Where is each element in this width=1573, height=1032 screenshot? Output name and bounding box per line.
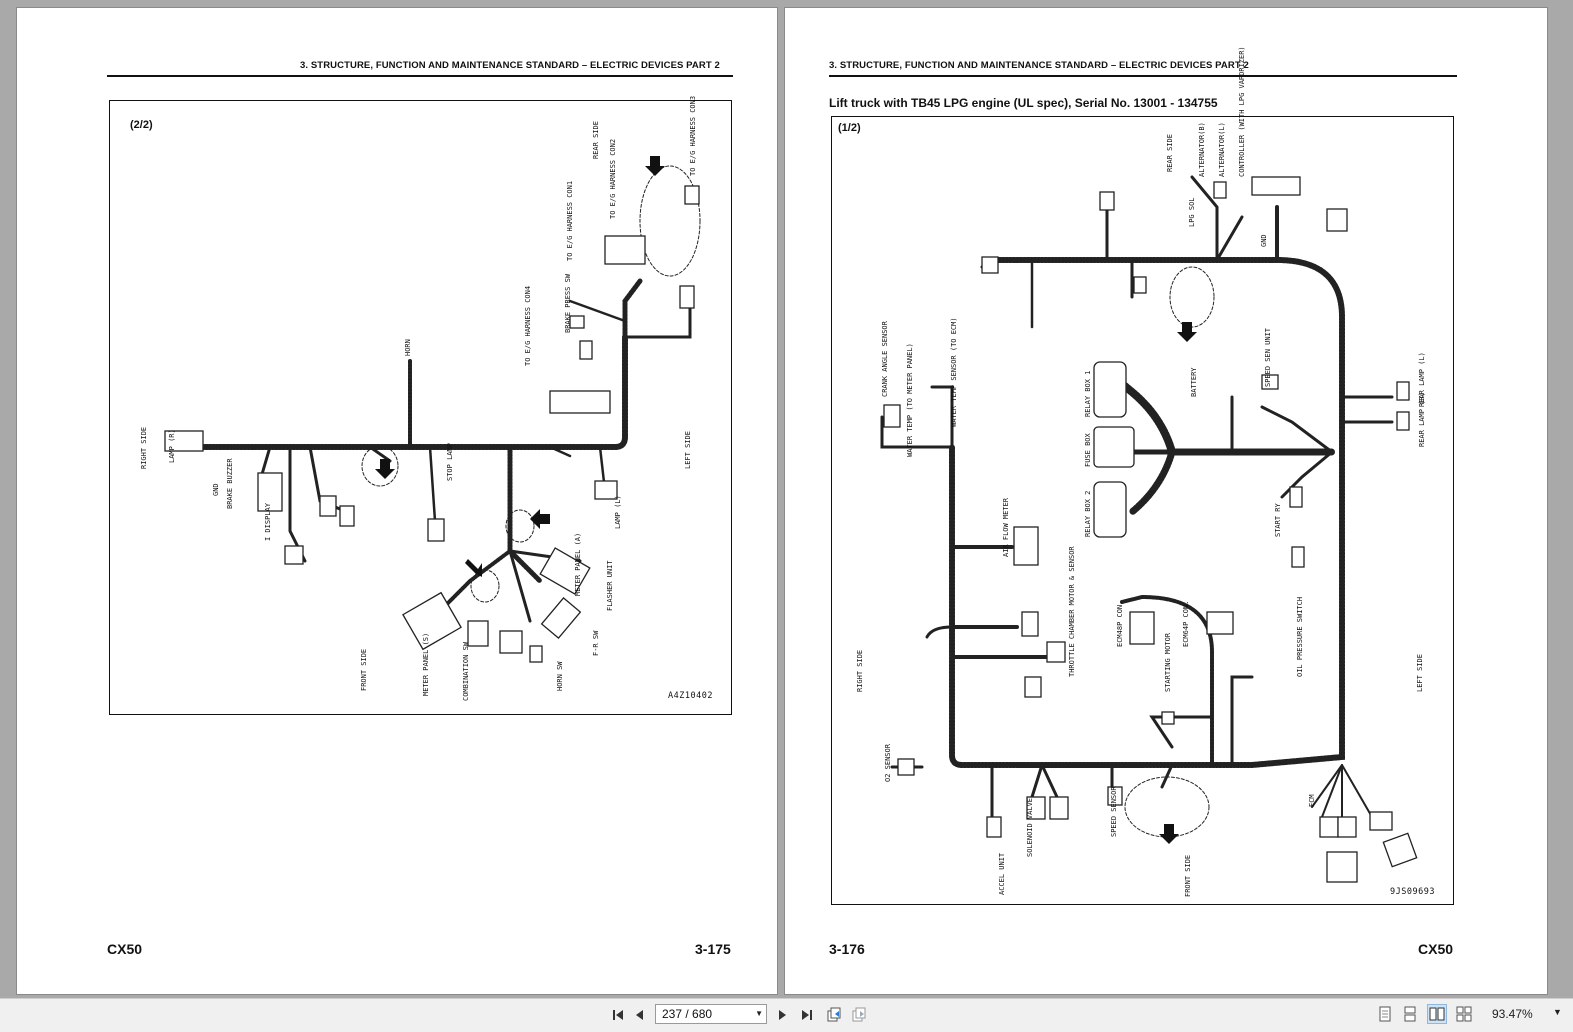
wiring-diagram-2-2: (2/2) A4Z10402 <box>109 96 732 715</box>
chevron-down-icon[interactable]: ▼ <box>755 1009 763 1018</box>
footer-model: CX50 <box>1418 941 1454 957</box>
front-side-label: FRONT SIDE <box>360 649 368 691</box>
zoom-level[interactable]: 93.47% <box>1492 1007 1533 1021</box>
page-3-176: 3. STRUCTURE, FUNCTION AND MAINTENANCE S… <box>785 8 1547 994</box>
horn-sw-label: HORN SW <box>556 661 564 691</box>
stop-lamp-label: STOP LAMP <box>446 443 454 481</box>
meter-panel-s-label: METER PANEL (S) <box>422 633 430 696</box>
rear-lamp-l-label: REAR LAMP (L) <box>1418 352 1426 407</box>
single-page-view-icon[interactable] <box>1376 1005 1394 1023</box>
meter-panel-a-label: METER PANEL (A) <box>574 533 582 596</box>
gnd-label: GND <box>1260 234 1268 247</box>
next-view-icon[interactable] <box>849 1005 869 1025</box>
rear-side-label: REAR SIDE <box>1166 134 1174 172</box>
water-temp-meter-label: WATER TEMP (TO METER PANEL) <box>906 343 914 457</box>
fuse-box-label: FUSE BOX <box>1084 432 1092 467</box>
ecm-64p-label: ECM64P CON. <box>1182 601 1190 647</box>
header-rule <box>107 75 733 77</box>
relay-box-2-label: RELAY BOX 2 <box>1084 491 1092 537</box>
footer-page-number: 3-176 <box>829 941 865 957</box>
footer-page-number: 3-175 <box>695 941 731 957</box>
right-side-label: RIGHT SIDE <box>856 650 864 692</box>
wiring-diagram-1-2: (1/2) 9JS09693 <box>831 46 1454 905</box>
o2-sensor-label: O2 SENSOR <box>884 743 892 782</box>
water-temp-sensor-label: WATER TEMP SENSOR (TO ECM) <box>950 317 958 427</box>
prev-page-icon[interactable] <box>630 1005 650 1025</box>
brake-buzzer-label: BRAKE BUZZER <box>226 458 234 509</box>
speed-sensor-label: SPEED SENSOR <box>1110 786 1118 837</box>
page-header: 3. STRUCTURE, FUNCTION AND MAINTENANCE S… <box>300 60 720 71</box>
continuous-view-icon[interactable] <box>1401 1005 1419 1023</box>
gnd-label: GND <box>212 483 220 496</box>
navigation-toolbar: 237 / 680 ▼ 93.47% ▼ <box>0 998 1573 1032</box>
accel-unit-label: ACCEL UNIT <box>998 852 1006 895</box>
harness-drawing: RIGHT SIDE LEFT SIDE FRONT SIDE REAR SID… <box>140 96 701 701</box>
header-rule <box>829 75 1457 77</box>
controller-label: CONTROLLER (WITH LPG VAPORIZER) <box>1238 46 1246 177</box>
crank-angle-sensor-label: CRANK ANGLE SENSOR <box>881 320 889 397</box>
battery-label: BATTERY <box>1190 367 1198 397</box>
to-eg-harness-con1-label: TO E/G HARNESS CON1 <box>566 181 574 261</box>
left-side-label: LEFT SIDE <box>684 431 692 469</box>
page-number-value: 237 / 680 <box>662 1007 713 1021</box>
harness-drawing: REAR SIDE FRONT SIDE RIGHT SIDE LEFT SID… <box>856 46 1426 897</box>
diagram-subtitle: Lift truck with TB45 LPG engine (UL spec… <box>829 96 1218 110</box>
air-flow-meter-label: AIR FLOW METER <box>1002 497 1010 557</box>
horn-label: HORN <box>404 339 412 356</box>
last-page-icon[interactable] <box>797 1005 817 1025</box>
alternator-l-label: ALTERNATOR(L) <box>1218 122 1226 177</box>
to-eg-harness-con3-label: TO E/G HARNESS CON3 <box>689 96 697 176</box>
lamp-r-label: LAMP (R) <box>168 429 176 463</box>
right-side-label: RIGHT SIDE <box>140 427 148 469</box>
brake-press-sw-label: BRAKE PRESS SW <box>564 273 572 333</box>
diagram-part-tag: (1/2) <box>838 122 861 134</box>
flasher-unit-label: FLASHER UNIT <box>606 560 614 611</box>
speed-sen-unit-label: SPEED SEN UNIT <box>1264 327 1272 387</box>
rear-side-label: REAR SIDE <box>592 121 600 159</box>
first-page-icon[interactable] <box>608 1005 628 1025</box>
two-page-continuous-icon[interactable] <box>1455 1005 1473 1023</box>
diagram-part-tag: (2/2) <box>130 119 153 131</box>
previous-view-icon[interactable] <box>824 1005 844 1025</box>
page-header: 3. STRUCTURE, FUNCTION AND MAINTENANCE S… <box>829 60 1249 71</box>
i-display-label: I DISPLAY <box>264 502 272 541</box>
front-side-label: FRONT SIDE <box>1184 855 1192 897</box>
ecm-48p-label: ECM48P CON. <box>1116 601 1124 647</box>
alternator-b-label: ALTERNATOR(B) <box>1198 122 1206 177</box>
start-ry-label: START RY <box>1274 502 1282 537</box>
rear-lamp-r-label: REAR LAMP (R) <box>1418 392 1426 447</box>
lpg-sol-label: LPG SOL <box>1188 197 1196 227</box>
starting-motor-label: STARTING MOTOR <box>1164 632 1172 692</box>
oil-pressure-switch-label: OIL PRESSURE SWITCH <box>1296 597 1304 677</box>
diagram-code: A4Z10402 <box>668 691 713 701</box>
throttle-chamber-label: THROTTLE CHAMBER MOTOR & SENSOR <box>1068 546 1076 677</box>
left-side-label: LEFT SIDE <box>1416 654 1424 692</box>
next-page-icon[interactable] <box>772 1005 792 1025</box>
solenoid-valve-label: SOLENOID VALVE <box>1026 798 1034 857</box>
page-number-field[interactable]: 237 / 680 ▼ <box>655 1004 767 1024</box>
diagram-code: 9JS09693 <box>1390 887 1435 897</box>
two-page-view-icon[interactable] <box>1427 1004 1447 1024</box>
footer-model: CX50 <box>107 941 143 957</box>
ecm-label: ECM <box>1308 794 1316 807</box>
zoom-dropdown-icon[interactable]: ▼ <box>1553 1007 1562 1017</box>
relay-box-1-label: RELAY BOX 1 <box>1084 371 1092 417</box>
page-3-175: 3. STRUCTURE, FUNCTION AND MAINTENANCE S… <box>17 8 777 994</box>
to-eg-harness-con2-label: TO E/G HARNESS CON2 <box>609 139 617 219</box>
lamp-l-label: LAMP (L) <box>614 495 622 529</box>
fr-sw-label: F-R SW <box>592 630 600 656</box>
combination-sw-label: COMBINATION SW <box>462 641 470 701</box>
document-viewport[interactable]: 3. STRUCTURE, FUNCTION AND MAINTENANCE S… <box>0 0 1573 998</box>
to-eg-harness-con4-label: TO E/G HARNESS CON4 <box>524 286 532 366</box>
